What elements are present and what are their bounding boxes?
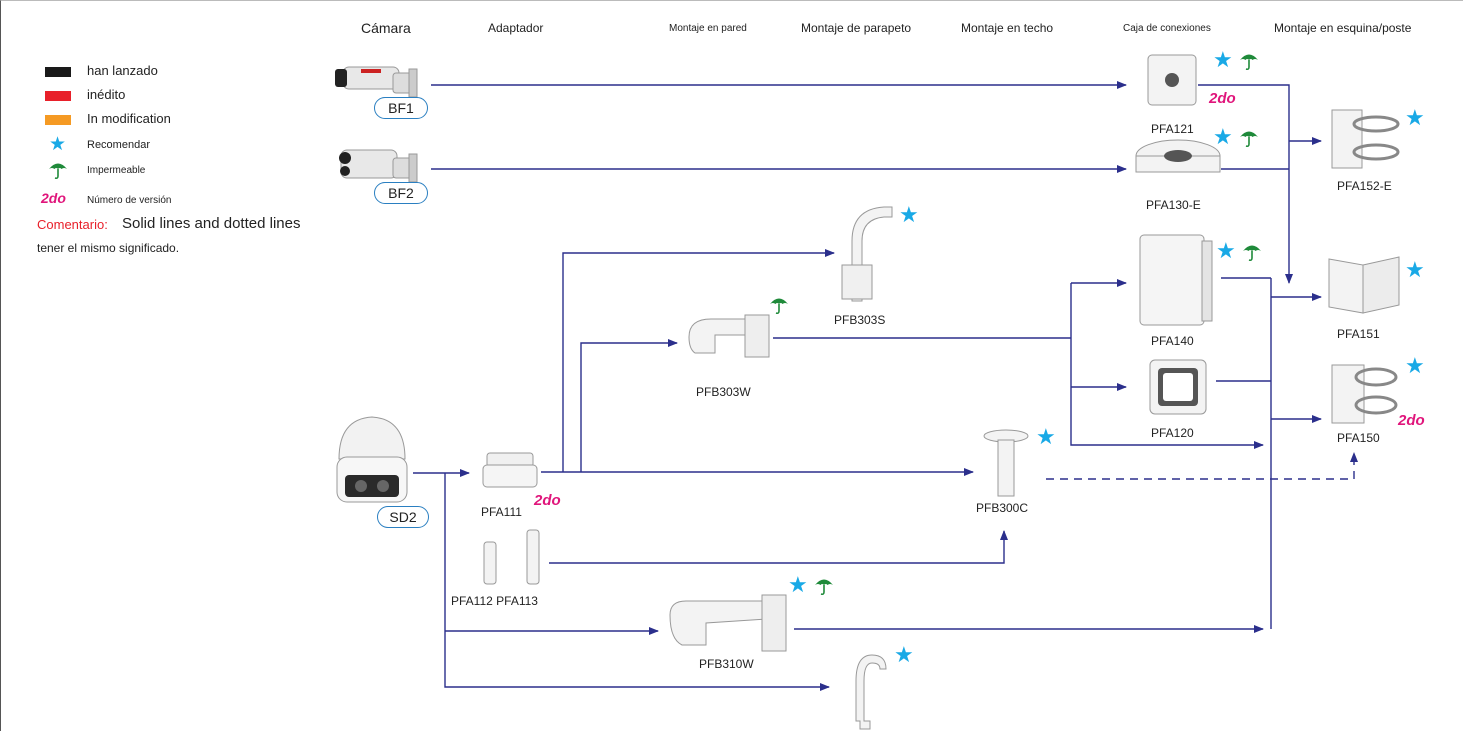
pfb303w-image xyxy=(688,314,770,358)
legend-version-text: Número de versión xyxy=(87,195,172,206)
label-pfa140: PFA140 xyxy=(1151,334,1194,348)
legend-swatch-modification xyxy=(45,115,71,125)
recommend-star-icon: ★ xyxy=(1405,257,1425,282)
recommend-star-icon: ★ xyxy=(1213,47,1233,72)
label-pfb303s: PFB303S xyxy=(834,313,886,327)
recommend-star-icon: ★ xyxy=(1405,353,1425,378)
waterproof-umbrella-icon xyxy=(1240,54,1258,71)
column-header-camera: Cámara xyxy=(361,20,411,36)
waterproof-umbrella-icon xyxy=(770,298,788,315)
label-pfa111: PFA111 xyxy=(481,505,522,519)
bf1-camera-image xyxy=(335,66,418,98)
label-pfa151: PFA151 xyxy=(1337,327,1380,341)
recommend-star-icon: ★ xyxy=(899,202,919,227)
badge-bf1: BF1 xyxy=(374,97,428,119)
label-pfb303w: PFB303W xyxy=(696,385,751,399)
column-header-adapter: Adaptador xyxy=(488,21,544,35)
pfa112-pfa113-image xyxy=(483,529,540,585)
sd2-camera-image xyxy=(336,416,408,503)
legend-star-icon: ★ xyxy=(49,134,67,155)
pfb310w-image xyxy=(669,594,787,652)
version-pfa150: 2do xyxy=(1398,412,1425,429)
label-pfb300c: PFB300C xyxy=(976,501,1029,515)
legend-unreleased: inédito xyxy=(87,87,126,102)
label-pfa121: PFA121 xyxy=(1151,122,1194,136)
legend-swatch-launched xyxy=(45,67,71,77)
legend-swatch-unreleased xyxy=(45,91,71,101)
recommend-star-icon: ★ xyxy=(788,572,808,597)
waterproof-umbrella-icon xyxy=(815,579,833,596)
label-pfa152e: PFA152-E xyxy=(1337,179,1392,193)
bf2-camera-image xyxy=(339,149,418,183)
column-header-wall: Montaje en pared xyxy=(669,23,747,34)
recommend-star-icon: ★ xyxy=(1405,105,1425,130)
version-pfa121: 2do xyxy=(1209,90,1236,107)
recommend-star-icon: ★ xyxy=(1213,124,1233,149)
recommend-star-icon: ★ xyxy=(1216,238,1236,263)
legend-recommend: Recomendar xyxy=(87,139,150,151)
badge-sd2: SD2 xyxy=(377,506,429,528)
legend-comment-text: Solid lines and dotted lines xyxy=(122,215,301,232)
pfa140-image xyxy=(1139,234,1213,326)
column-header-corner-pole: Montaje en esquina/poste xyxy=(1274,21,1412,35)
legend-launched: han lanzado xyxy=(87,63,158,78)
version-pfa111: 2do xyxy=(534,492,561,509)
legend-umbrella-icon xyxy=(49,163,67,180)
legend-modification: In modification xyxy=(87,111,171,126)
label-pfa112-pfa113: PFA112 PFA113 xyxy=(451,594,538,608)
column-header-junction: Caja de conexiones xyxy=(1123,23,1211,34)
label-pfa130e: PFA130-E xyxy=(1146,198,1201,212)
waterproof-umbrella-icon xyxy=(1240,131,1258,148)
recommend-star-icon: ★ xyxy=(894,642,914,667)
legend-version-badge: 2do xyxy=(41,190,66,206)
badge-bf2: BF2 xyxy=(374,182,428,204)
label-pfa150: PFA150 xyxy=(1337,431,1380,445)
legend-comment-text-2: tener el mismo significado. xyxy=(37,241,180,255)
label-pfb310w: PFB310W xyxy=(699,657,754,671)
legend-comment-label: Comentario: xyxy=(37,217,108,232)
pfa111-image xyxy=(482,452,538,488)
recommend-star-icon: ★ xyxy=(1036,424,1056,449)
legend-waterproof: Impermeable xyxy=(87,165,146,176)
pfa120-image xyxy=(1149,359,1207,415)
waterproof-umbrella-icon xyxy=(1243,245,1261,262)
pfa151-image xyxy=(1328,256,1400,314)
pfb300c-image xyxy=(983,429,1029,497)
pfa152e-image xyxy=(1331,109,1400,169)
pfa130e-image xyxy=(1135,139,1221,173)
pfb303s-image xyxy=(841,206,893,302)
column-header-ceiling: Montaje en techo xyxy=(961,21,1054,35)
label-pfa120: PFA120 xyxy=(1151,426,1194,440)
pfa121-image xyxy=(1147,54,1197,106)
column-header-parapet: Montaje de parapeto xyxy=(801,21,912,35)
pfa150-image xyxy=(1331,364,1398,424)
parapet-mount-image xyxy=(855,654,887,730)
